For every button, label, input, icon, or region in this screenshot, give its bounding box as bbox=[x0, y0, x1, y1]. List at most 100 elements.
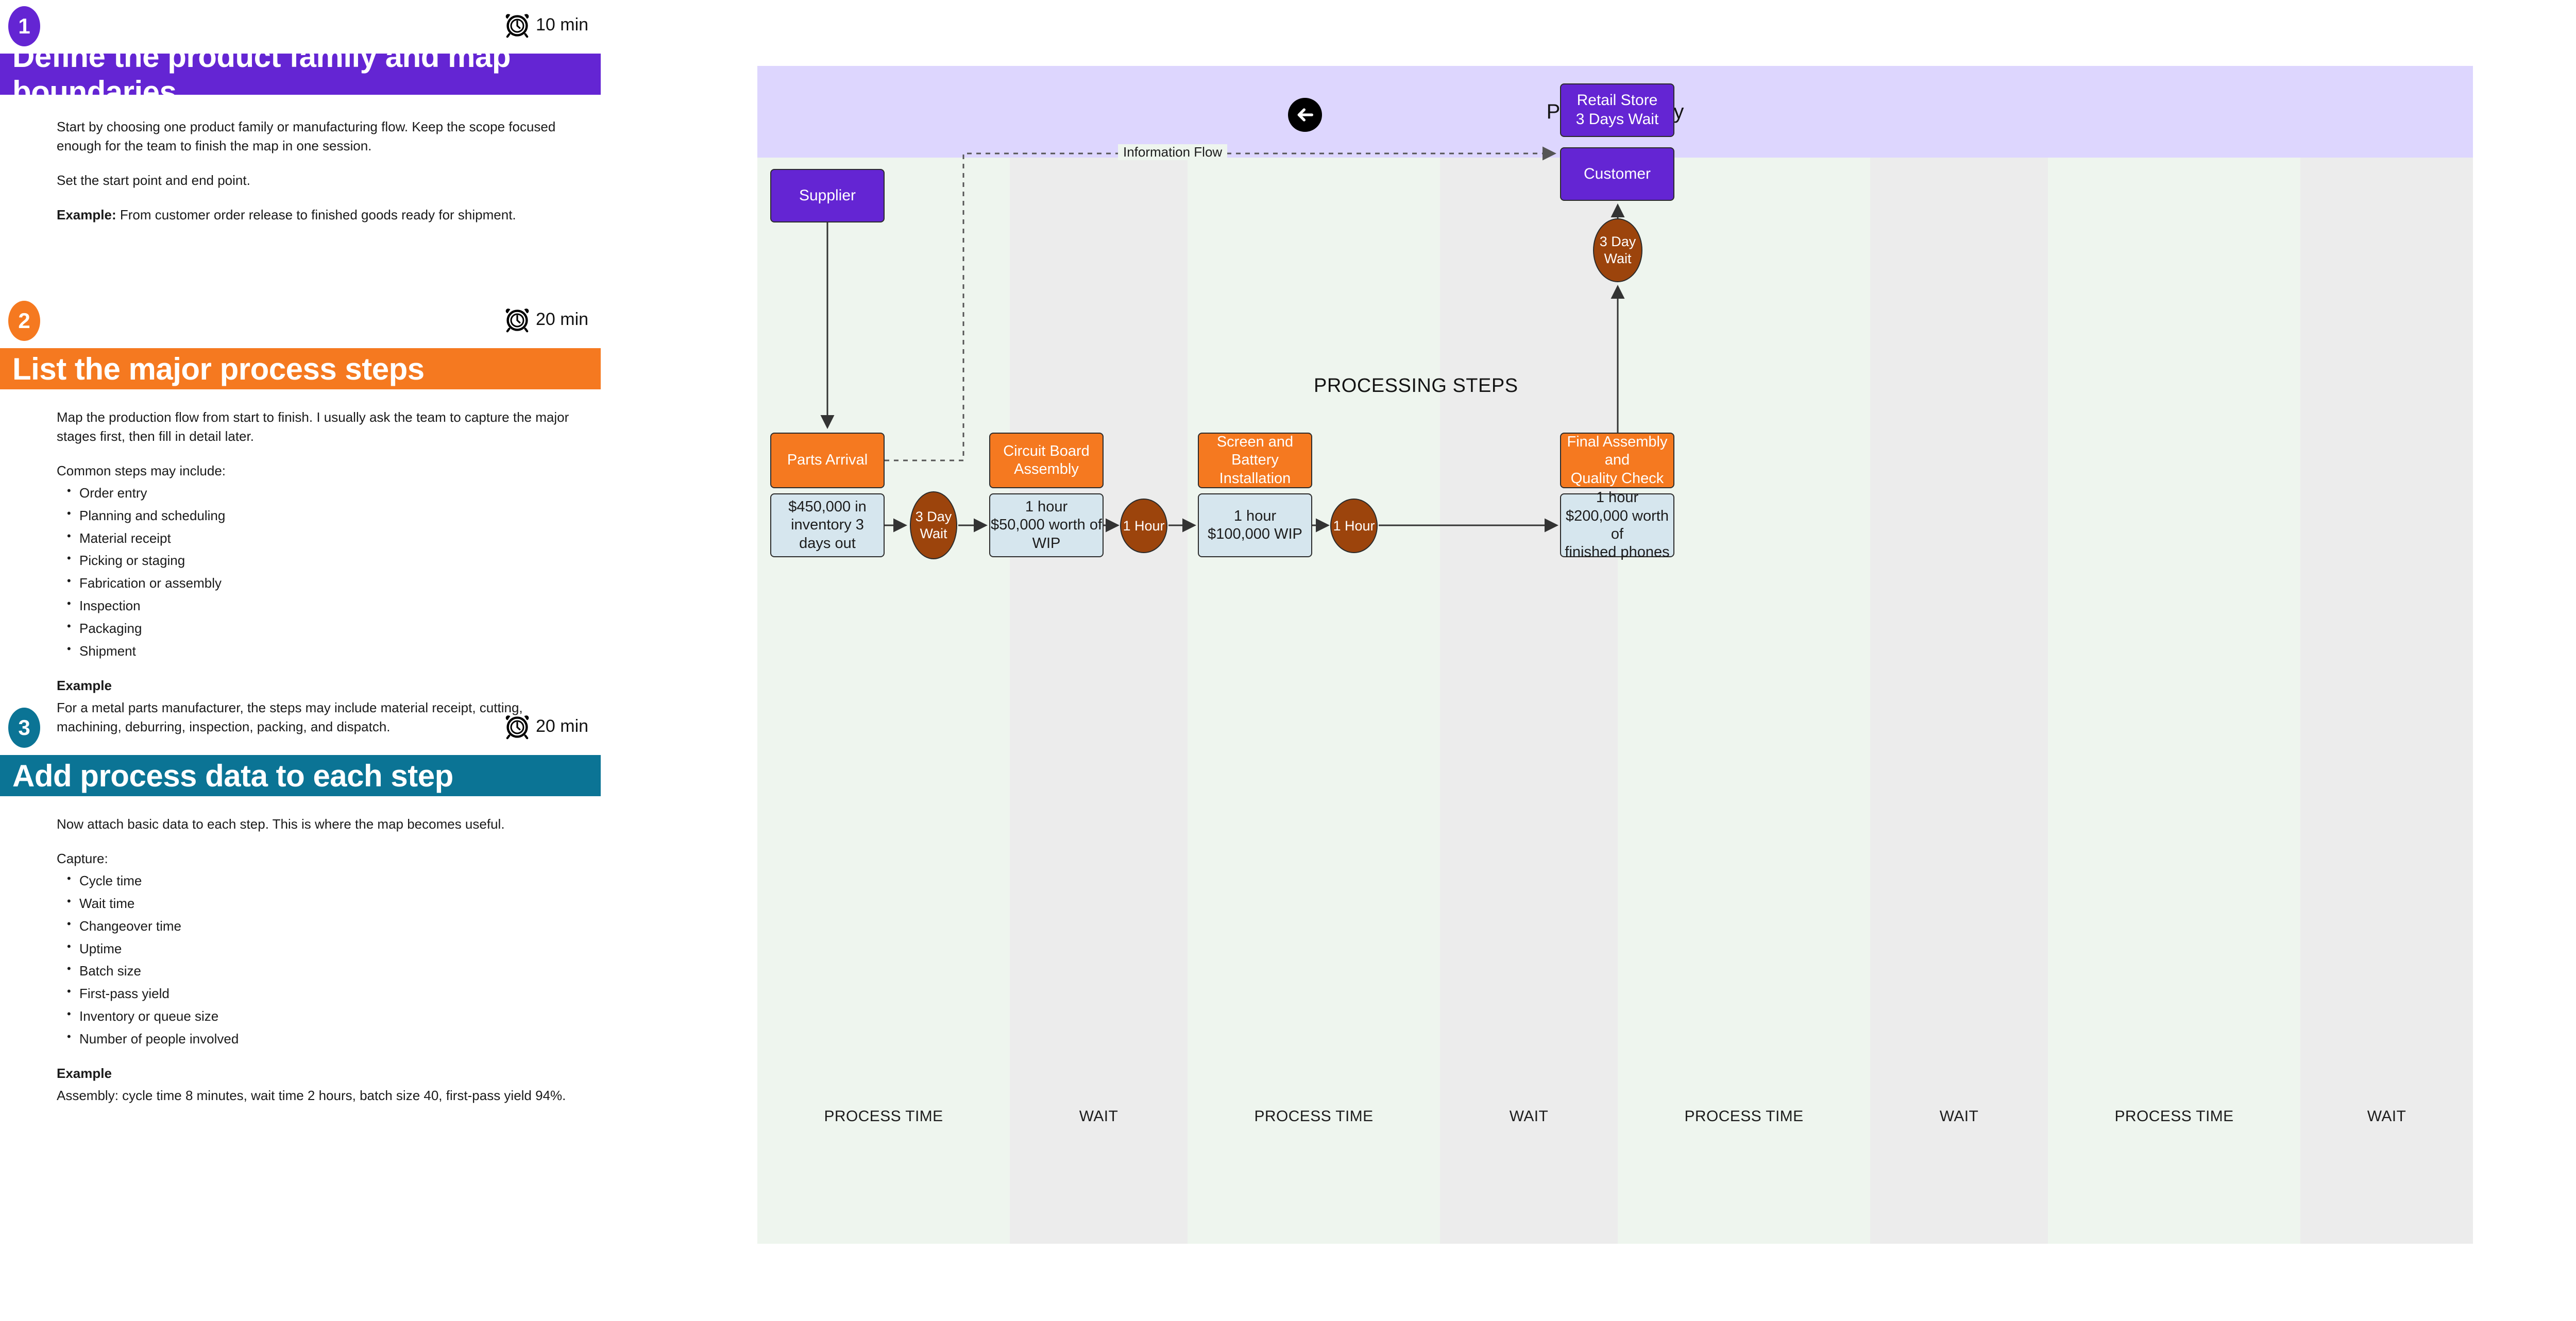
alarm-clock-icon bbox=[505, 715, 529, 740]
vsm-node-customer[interactable]: Customer bbox=[1560, 147, 1674, 201]
step-bullet-item: Planning and scheduling bbox=[67, 505, 577, 525]
step-paragraph: Start by choosing one product family or … bbox=[57, 119, 556, 153]
information-flow-label: Information Flow bbox=[1118, 144, 1228, 160]
alarm-clock-icon bbox=[505, 14, 529, 38]
band-label: PROCESS TIME bbox=[2114, 1108, 2234, 1125]
step-bullet-item: Cycle time bbox=[67, 870, 577, 890]
step-example-label: Example bbox=[57, 677, 112, 693]
step-card-header: 2 20 min bbox=[0, 295, 601, 348]
vsm-wait-3[interactable]: 1 Hour bbox=[1330, 499, 1378, 553]
vsm-node-circuit-board[interactable]: Circuit Board Assembly bbox=[989, 433, 1104, 488]
vsm-data-screen-battery[interactable]: 1 hour$100,000 WIP bbox=[1198, 493, 1312, 557]
band-label: PROCESS TIME bbox=[1254, 1108, 1374, 1125]
vsm-node-parts-arrival[interactable]: Parts Arrival bbox=[770, 433, 885, 488]
step-bullet-item: Batch size bbox=[67, 960, 577, 981]
step-list-intro: Capture: bbox=[57, 850, 108, 866]
step-bullet-item: Changeover time bbox=[67, 916, 577, 936]
swimlane-band bbox=[1440, 158, 1618, 1244]
step-example-text: For a metal parts manufacturer, the step… bbox=[57, 699, 523, 734]
node-label: 1 hour$50,000 worth of WIP bbox=[990, 498, 1103, 552]
swimlane-band bbox=[1010, 158, 1188, 1244]
band-label: WAIT bbox=[1939, 1108, 1979, 1125]
swimlane-band bbox=[2300, 158, 2473, 1244]
step-duration: 10 min bbox=[505, 10, 588, 39]
step-paragraph: Now attach basic data to each step. This… bbox=[57, 816, 505, 832]
swimlane-band bbox=[757, 158, 1010, 1244]
step-bullet-item: Picking or staging bbox=[67, 550, 577, 570]
step-bullet-item: Material receipt bbox=[67, 528, 577, 548]
step-bullet-item: Wait time bbox=[67, 893, 577, 913]
step-body: Now attach basic data to each step. This… bbox=[57, 815, 577, 1105]
step-card-header: 1 10 min bbox=[0, 0, 601, 54]
vsm-data-circuit-board[interactable]: 1 hour$50,000 worth of WIP bbox=[989, 493, 1104, 557]
step-body: Start by choosing one product family or … bbox=[57, 117, 577, 225]
step-title: List the major process steps bbox=[0, 348, 601, 389]
value-stream-map: Product Family PROCESSING STEPS Supplier… bbox=[757, 66, 2473, 1244]
band-label: WAIT bbox=[1509, 1108, 1549, 1125]
step-title: Define the product family and map bounda… bbox=[0, 39, 601, 109]
step-example-text: Assembly: cycle time 8 minutes, wait tim… bbox=[57, 1087, 566, 1103]
step-bullet-item: Inspection bbox=[67, 595, 577, 615]
step-duration-label: 10 min bbox=[536, 14, 589, 35]
step-bullet-item: Order entry bbox=[67, 483, 577, 503]
processing-steps-title: PROCESSING STEPS bbox=[1314, 375, 1518, 397]
step-card-header: 3 20 min bbox=[0, 701, 601, 755]
step-bullet-list: Order entryPlanning and schedulingMateri… bbox=[57, 483, 577, 661]
step-bullet-item: Fabrication or assembly bbox=[67, 573, 577, 593]
step-bullet-item: Inventory or queue size bbox=[67, 1006, 577, 1026]
step-bullet-list: Cycle timeWait timeChangeover timeUptime… bbox=[57, 870, 577, 1049]
node-label: Supplier bbox=[799, 186, 856, 204]
node-label: 1 hour$100,000 WIP bbox=[1208, 507, 1302, 542]
step-bullet-item: Shipment bbox=[67, 641, 577, 661]
alarm-clock-icon bbox=[505, 308, 529, 333]
band-label: PROCESS TIME bbox=[824, 1108, 943, 1125]
step-example-label: Example bbox=[57, 1066, 112, 1082]
step-duration: 20 min bbox=[505, 712, 588, 741]
step-bullet-item: Number of people involved bbox=[67, 1028, 577, 1049]
band-label: WAIT bbox=[1079, 1108, 1118, 1125]
swimlane-band bbox=[1188, 158, 1440, 1244]
step-body: Map the production flow from start to fi… bbox=[57, 408, 577, 736]
node-label: Customer bbox=[1583, 165, 1651, 182]
node-label: 1 Hour bbox=[1333, 518, 1375, 534]
step-paragraph: Set the start point and end point. bbox=[57, 172, 250, 188]
band-label: PROCESS TIME bbox=[1684, 1108, 1804, 1125]
vsm-node-supplier[interactable]: Supplier bbox=[770, 169, 885, 222]
swimlane-band bbox=[2048, 158, 2300, 1244]
step-number-badge: 2 bbox=[8, 301, 40, 341]
node-label: 1 Hour bbox=[1123, 518, 1165, 534]
step-number-badge: 3 bbox=[8, 708, 40, 748]
step-duration-label: 20 min bbox=[536, 716, 589, 736]
swimlane-band bbox=[1870, 158, 2048, 1244]
step-duration: 20 min bbox=[505, 305, 588, 334]
node-label: Circuit Board Assembly bbox=[1003, 442, 1090, 477]
step-paragraph: Map the production flow from start to fi… bbox=[57, 409, 569, 444]
vsm-wait-2[interactable]: 1 Hour bbox=[1120, 499, 1167, 553]
step-number-badge: 1 bbox=[8, 6, 40, 46]
arrow-left-icon[interactable] bbox=[1288, 98, 1322, 132]
step-duration-label: 20 min bbox=[536, 309, 589, 329]
step-example: Example: From customer order release to … bbox=[57, 207, 516, 222]
step-title: Add process data to each step bbox=[0, 755, 601, 796]
step-bullet-item: Uptime bbox=[67, 938, 577, 958]
step-list-intro: Common steps may include: bbox=[57, 462, 226, 478]
node-label: Parts Arrival bbox=[787, 452, 868, 469]
step-bullet-item: Packaging bbox=[67, 618, 577, 638]
